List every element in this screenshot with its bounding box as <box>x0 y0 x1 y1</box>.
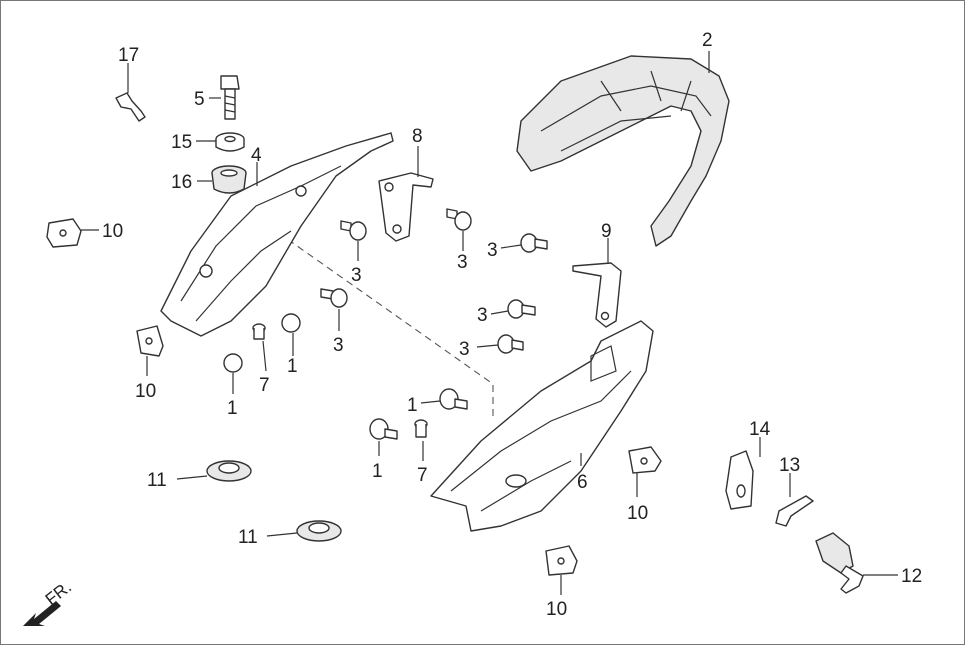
callout-10-c: 10 <box>627 503 648 524</box>
callout-3-e: 3 <box>477 305 488 326</box>
screw-1-c-part <box>439 388 468 410</box>
clip-10-a-part <box>46 218 82 248</box>
bolt-5-part <box>220 75 240 120</box>
clip-10-c-part <box>628 446 662 474</box>
leader-lines <box>81 51 898 595</box>
callout-17: 17 <box>118 45 139 66</box>
bracket-9-part <box>572 262 622 328</box>
callout-14: 14 <box>749 419 771 440</box>
callout-7-a: 7 <box>259 375 270 396</box>
callout-15: 15 <box>171 132 192 153</box>
callout-13: 13 <box>779 455 800 476</box>
callout-8: 8 <box>412 126 423 147</box>
clip-10-b-part <box>136 325 164 357</box>
callout-4: 4 <box>251 145 262 166</box>
direction-label: FR. <box>42 577 75 609</box>
callout-3-d: 3 <box>333 335 344 356</box>
pin-7-a-part <box>252 323 266 340</box>
washer-15-part <box>215 132 245 152</box>
callout-16: 16 <box>171 172 192 193</box>
callout-1-c: 1 <box>407 395 418 416</box>
screw-3-b-part <box>446 208 472 231</box>
grab-rail-part <box>516 55 730 247</box>
callout-3-c: 3 <box>487 240 498 261</box>
lock-12-part <box>815 532 864 594</box>
screw-1-b-part <box>281 313 301 333</box>
callout-9: 9 <box>601 221 612 242</box>
callout-10-d: 10 <box>546 599 567 620</box>
callout-7-b: 7 <box>417 465 428 486</box>
bracket-8-part <box>378 172 434 242</box>
bolt-17-part <box>115 92 146 122</box>
callout-3-b: 3 <box>457 252 468 273</box>
callout-1-a: 1 <box>227 398 238 419</box>
clip-10-d-part <box>545 545 578 576</box>
grommet-11-b-part <box>296 520 342 542</box>
clip-13-part <box>775 495 814 527</box>
callout-5: 5 <box>194 89 205 110</box>
callout-12: 12 <box>901 566 922 587</box>
pin-7-b-part <box>414 419 428 438</box>
callout-1-d: 1 <box>372 461 383 482</box>
grommet-16-part <box>211 165 247 194</box>
screw-3-d-part <box>320 288 348 308</box>
screw-3-f-part <box>497 334 524 354</box>
callout-2: 2 <box>702 30 713 51</box>
callout-3-a: 3 <box>351 265 362 286</box>
callout-10-b: 10 <box>135 381 156 402</box>
callout-1-b: 1 <box>287 356 298 377</box>
callout-3-f: 3 <box>459 339 470 360</box>
callout-11-a: 11 <box>147 470 167 491</box>
screw-1-d-part <box>369 418 398 440</box>
screw-3-c-part <box>520 233 548 253</box>
screw-3-a-part <box>340 220 367 241</box>
callout-11-b: 11 <box>238 527 258 548</box>
grommet-11-a-part <box>206 460 252 482</box>
front-direction-arrow-icon <box>23 601 61 626</box>
left-side-cover-part <box>160 132 394 337</box>
screw-3-e-part <box>507 299 536 319</box>
callout-6: 6 <box>577 472 588 493</box>
right-side-cover-part <box>430 320 654 532</box>
callout-10-a: 10 <box>102 221 123 242</box>
plate-14-part <box>725 450 754 510</box>
screw-1-a-part <box>223 353 243 373</box>
